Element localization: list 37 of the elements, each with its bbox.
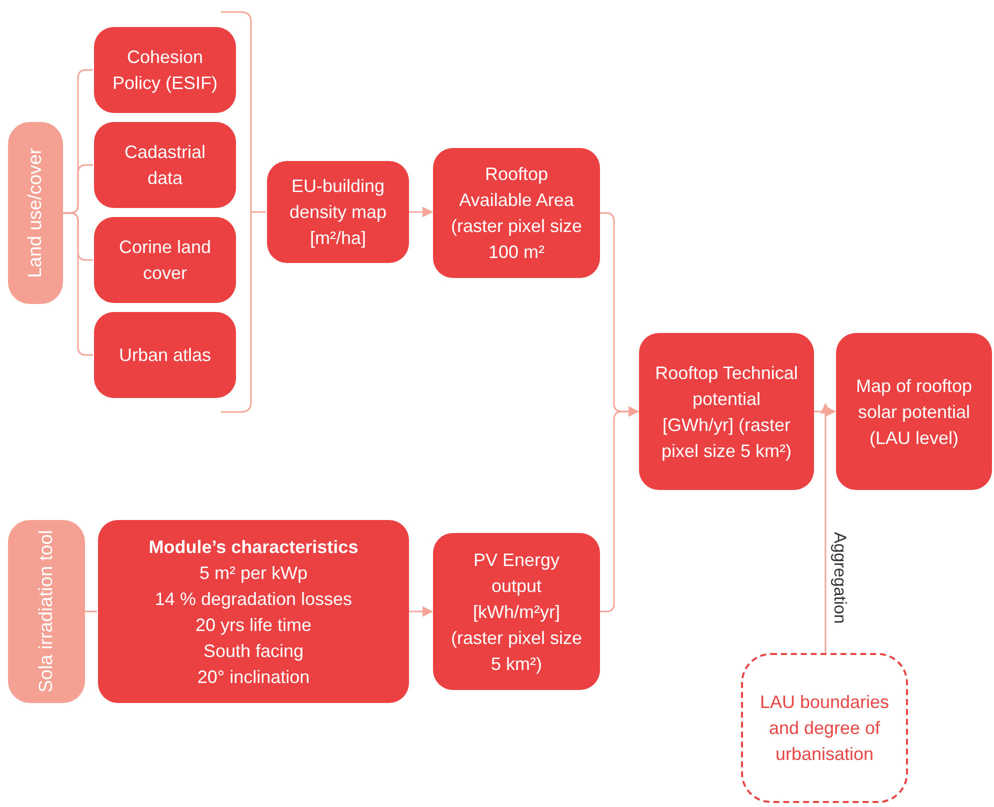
arrow: [820, 402, 831, 653]
category-pill: [8, 520, 85, 703]
arrow: [409, 206, 434, 218]
box-label: LAU boundaries and degree of urbanisation: [759, 691, 890, 766]
box-label: Cadastrial data: [123, 141, 207, 190]
edge-label: Aggregation: [832, 532, 848, 624]
box-label: Sola irradiation tool: [34, 530, 58, 693]
parameters-box: [98, 520, 409, 703]
arrow: [409, 606, 434, 617]
box-label: PV Energy output [kWh/m²yr] (raster pixel size 5 km²): [450, 548, 584, 676]
box-label: Rooftop Technical potential [GWh/yr] (raster pixel size 5 km²): [655, 362, 798, 463]
box-label: Map of rooftop solar potential (LAU level): [854, 374, 974, 450]
box-label: 14 % degradation losses: [154, 588, 352, 611]
process-box: [433, 533, 600, 690]
box-label: South facing: [203, 640, 304, 663]
box-label: Urban atlas: [118, 344, 212, 367]
process-box: [639, 333, 814, 490]
data-source-box: [94, 217, 236, 303]
data-source-box: [94, 27, 236, 113]
data-source-box: [94, 312, 236, 398]
result-box: [836, 333, 992, 490]
box-label: Land use/cover: [24, 148, 46, 278]
category-pill: [8, 122, 63, 304]
box-heading: Module’s characteristics: [148, 536, 358, 558]
input-box: [741, 653, 908, 803]
data-source-box: [94, 122, 236, 208]
box-label: 20 yrs life time: [195, 614, 312, 637]
process-box: [433, 148, 600, 278]
bracket: [220, 11, 252, 413]
box-label: 5 m² per kWp: [199, 562, 308, 585]
arrow: [814, 406, 836, 417]
box-label: EU-building density map [m²/ha]: [288, 175, 388, 250]
box-label: 20° inclination: [197, 666, 310, 688]
process-box: [267, 161, 409, 263]
box-label: Rooftop Available Area (raster pixel size 100 m²: [450, 163, 584, 264]
box-label: Cohesion Policy (ESIF): [111, 46, 218, 95]
box-label: Corine land cover: [118, 236, 212, 285]
